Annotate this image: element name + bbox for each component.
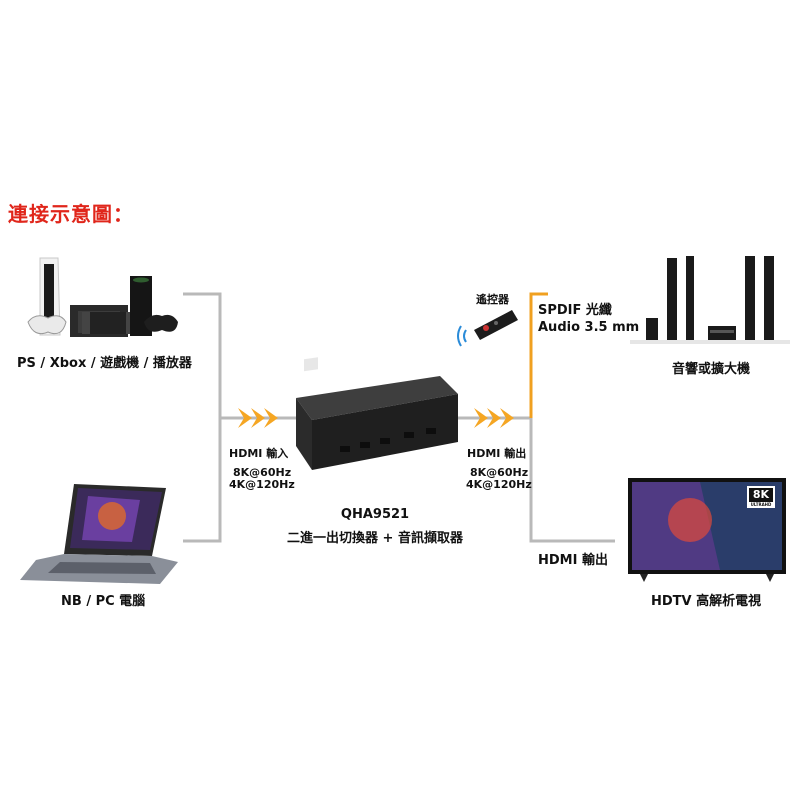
- switcher-device-image: [296, 357, 458, 470]
- input-lines: [183, 292, 296, 543]
- consoles-label: PS / Xbox / 遊戲機 / 播放器: [17, 356, 192, 371]
- audio-35mm-label: Audio 3.5 mm: [538, 320, 640, 335]
- output-res-4k: 4K@120Hz: [466, 478, 532, 491]
- device-model: QHA9521: [340, 507, 410, 522]
- remote-label: 遙控器: [476, 293, 509, 306]
- tv-image: [628, 478, 786, 582]
- input-res-4k: 4K@120Hz: [229, 478, 295, 491]
- tv-8k-badge-small: ULTRAHD: [750, 502, 772, 507]
- input-arrows-icon: [238, 408, 278, 428]
- tv-8k-badge: 8K ULTRAHD: [749, 488, 773, 508]
- remote-image: [474, 310, 518, 340]
- output-res-8k: 8K@60Hz: [470, 466, 529, 479]
- output-lines: [450, 292, 615, 543]
- laptop-image: [20, 484, 178, 584]
- audio-system-label: 音響或擴大機: [672, 362, 751, 377]
- hdmi-input-label: HDMI 輸入: [229, 447, 289, 460]
- consoles-image: [27, 257, 178, 337]
- output-arrows-icon: [474, 408, 514, 428]
- device-description: 二進一出切換器 + 音訊擷取器: [287, 531, 463, 546]
- hdmi-output-label: HDMI 輸出: [467, 447, 527, 460]
- home-theater-image: [630, 256, 790, 344]
- signal-icon: [457, 325, 467, 347]
- tv-8k-badge-big: 8K: [752, 488, 770, 501]
- input-res-8k: 8K@60Hz: [233, 466, 292, 479]
- hdmi-output-tv-label: HDMI 輸出: [538, 553, 608, 568]
- spdif-label: SPDIF 光纖: [538, 303, 612, 318]
- diagram-title: 連接示意圖：: [8, 202, 134, 226]
- tv-label: HDTV 高解析電視: [651, 594, 762, 609]
- pc-label: NB / PC 電腦: [61, 594, 146, 609]
